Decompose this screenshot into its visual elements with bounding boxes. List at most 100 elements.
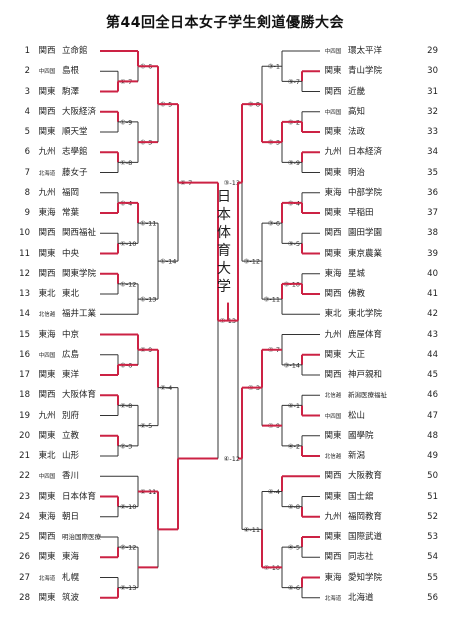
entry-team: 筑波 [62,592,80,603]
entry-team: 東北 [62,289,80,299]
entry-number: 12 [19,268,30,279]
entry-region: 関東 [324,66,342,77]
entry-team: 環太平洋 [348,46,383,56]
entry-team: 大正 [348,349,366,360]
entry-region: 東海 [324,187,342,198]
entry-number: 3 [24,86,30,97]
entry-team: 同志社 [348,552,374,563]
entry-region: 関東 [38,430,56,441]
entry-number: 9 [24,208,30,218]
entry-number: 51 [427,491,438,502]
entry-region: 関東 [324,532,342,542]
entry-region: 東海 [38,511,56,522]
entry-number: 35 [427,167,438,178]
team-entry: 関東青山学院 30 [320,65,438,77]
entry-team: 青山学院 [348,66,383,77]
entry-region: 関東 [324,349,342,360]
entry-team: 朝日 [62,511,80,522]
entry-team: 北海道 [348,592,374,603]
entry-region: 九州 [38,410,56,421]
entry-team: 山形 [62,451,80,461]
entry-region: 中四国 [324,413,342,420]
entry-number: 55 [427,572,438,583]
entry-number: 45 [427,370,438,380]
entry-team: 大阪体育 [62,390,97,401]
entry-team: 関西福祉 [62,228,97,239]
entry-region: 関西 [324,370,342,380]
entry-team: 東洋 [62,370,80,380]
entry-region: 関東 [324,208,342,218]
entry-region: 中四国 [324,49,342,55]
entry-team: 日本体育 [62,491,97,502]
entry-region: 関西 [38,532,56,542]
entry-region: 北海道 [324,595,342,602]
entry-number: 30 [427,66,438,77]
entry-number: 14 [19,309,30,320]
entry-number: 29 [427,46,438,56]
entry-region: 九州 [38,187,56,198]
entry-team: 島根 [62,66,80,77]
entry-number: 23 [19,491,30,502]
entry-number: 52 [427,511,438,522]
entry-number: 38 [427,228,438,239]
entry-number: 5 [24,127,30,137]
entry-number: 1 [24,46,30,56]
entry-team: 大阪経済 [62,106,97,117]
entry-team: 星城 [348,268,366,279]
entry-number: 44 [427,349,438,360]
entry-region: 関東 [38,491,56,502]
entry-region: 関西 [324,552,342,563]
entry-region: 東海 [38,208,56,218]
entry-region: 関東 [324,430,342,441]
entry-region: 関東 [38,592,56,603]
entry-team: 別府 [62,410,80,421]
entry-team: 神戸親和 [348,370,383,380]
entry-number: 27 [19,572,30,583]
entry-region: 関西 [38,106,56,117]
entry-region: 九州 [324,147,342,158]
entry-number: 7 [24,167,30,178]
entry-team: 広島 [62,349,80,360]
entry-number: 25 [19,532,30,542]
entry-team: 鹿屋体育 [348,329,383,340]
entry-number: 34 [427,147,438,158]
entry-number: 32 [427,106,438,117]
entry-team: 中部学院 [348,187,383,198]
entry-team: 愛知学院 [348,572,383,583]
entry-number: 47 [427,410,438,421]
champion-char: 育 [217,243,231,259]
entry-number: 10 [19,228,30,239]
entry-number: 13 [19,289,30,299]
entry-team: 松山 [348,410,366,421]
entry-number: 53 [427,532,438,542]
entry-region: 中四国 [38,474,56,481]
entry-region: 北海道 [38,170,56,177]
entry-region: 関東 [38,86,56,97]
entry-region: 関西 [324,86,342,97]
entry-number: 21 [19,451,30,461]
match-label: ④-12 [224,455,240,463]
entry-team: 志學館 [62,147,88,158]
entry-number: 48 [427,430,438,441]
entry-team: 法政 [348,127,366,137]
entry-region: 関西 [324,228,342,239]
entry-team: 香川 [62,471,80,482]
entry-team: 福岡教育 [348,511,383,522]
